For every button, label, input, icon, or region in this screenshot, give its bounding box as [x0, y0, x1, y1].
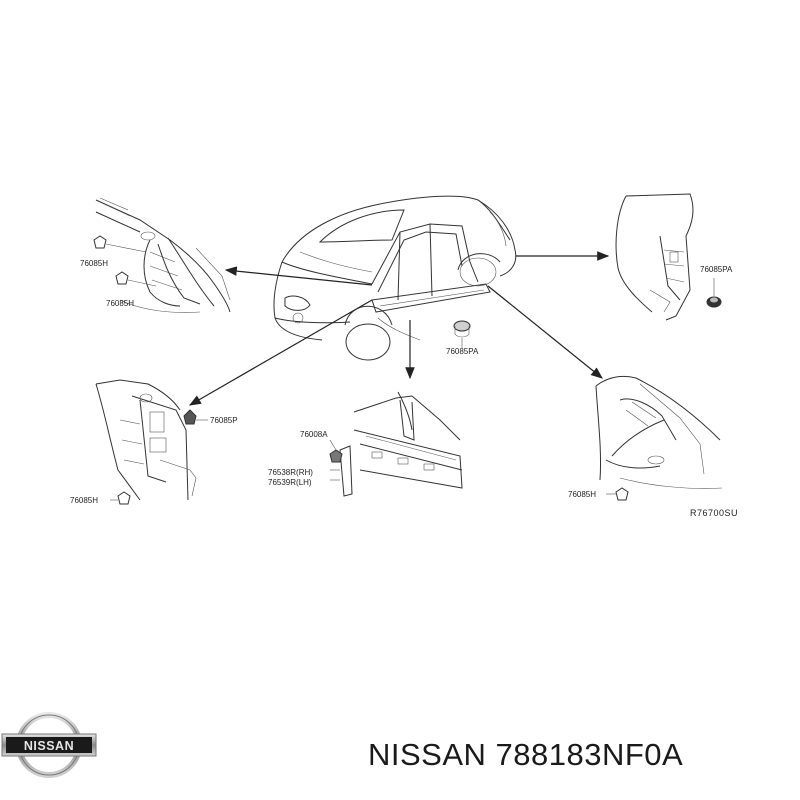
- detail-top-right: 76085PA: [615, 193, 733, 321]
- label-tl-clip-top: 76085H: [80, 259, 108, 268]
- nissan-logo: NISSAN: [1, 712, 97, 778]
- logo-text: NISSAN: [24, 739, 74, 753]
- label-bc-part-lh: 76539R(LH): [268, 478, 312, 487]
- callout-arrows: [188, 251, 610, 406]
- label-center-grommet: 76085PA: [446, 347, 479, 356]
- detail-bottom-left: 76085P 76085H: [70, 379, 238, 505]
- label-bc-clip: 76008A: [300, 430, 328, 439]
- detail-bottom-right: 76085H: [568, 375, 723, 501]
- part-number-title: NISSAN 788183NF0A: [368, 737, 684, 772]
- label-bc-part-rh: 76538R(RH): [268, 468, 313, 477]
- label-tr-clip: 76085PA: [700, 265, 733, 274]
- label-bl-clip-bottom: 76085H: [70, 496, 98, 505]
- detail-bottom-center: 76008A 76538R(RH) 76539R(LH): [268, 391, 463, 497]
- reference-code: R76700SU: [690, 508, 738, 518]
- label-br-clip: 76085H: [568, 490, 596, 499]
- car-illustration: 76085PA: [273, 195, 517, 361]
- label-tl-clip-bottom: 76085H: [106, 299, 134, 308]
- label-bl-clip: 76085P: [210, 416, 238, 425]
- detail-top-left: 76085H 76085H: [80, 197, 231, 313]
